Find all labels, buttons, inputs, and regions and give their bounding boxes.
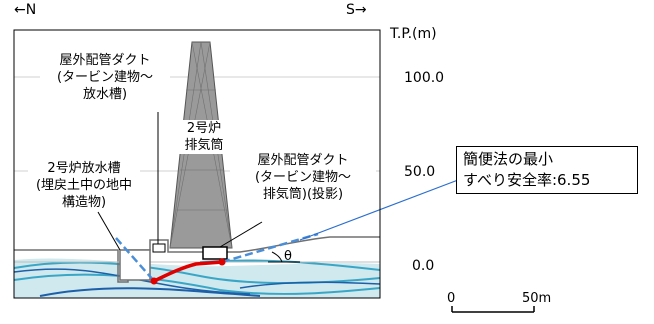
elevation-tick-100: 100.0 bbox=[404, 70, 445, 86]
discharge-tank-structure bbox=[119, 249, 151, 281]
duct-turbine-stack-box bbox=[202, 246, 228, 260]
strata-band-3 bbox=[39, 287, 261, 297]
label-discharge-tank: 2号炉放水槽 (埋戻土中の地中 構造物) bbox=[28, 160, 140, 211]
slip-surface bbox=[153, 260, 223, 283]
ground-strata bbox=[13, 258, 381, 298]
scale-bar bbox=[451, 306, 535, 313]
label-exhaust-stack: 2号炉 排気筒 bbox=[174, 120, 234, 154]
leader-result-box bbox=[299, 179, 459, 241]
theta-label: θ bbox=[284, 249, 292, 264]
strata-band-6 bbox=[239, 281, 381, 289]
label-duct-turbine-stack: 屋外配管ダクト (タービン建物～ 排気筒)(投影) bbox=[230, 152, 376, 203]
leader-discharge-tank bbox=[97, 211, 121, 251]
slip-point-left bbox=[150, 277, 158, 285]
direction-north: ←N bbox=[14, 2, 37, 18]
elevation-unit-label: T.P.(m) bbox=[390, 26, 437, 42]
elevation-tick-50: 50.0 bbox=[404, 164, 436, 180]
safety-factor-box: 簡便法の最小 すべり安全率:6.55 bbox=[456, 146, 638, 194]
label-duct-turbine-tank: 屋外配管ダクト (タービン建物～ 放水槽) bbox=[40, 52, 170, 103]
direction-south: S→ bbox=[346, 2, 367, 18]
dashed-slip-line-right bbox=[221, 232, 319, 264]
duct-turbine-tank-box bbox=[152, 243, 166, 253]
slip-point-right bbox=[218, 258, 226, 266]
scale-start-label: 0 bbox=[447, 291, 456, 306]
diagram-frame bbox=[13, 29, 381, 299]
leader-duct-turbine-stack bbox=[219, 221, 263, 248]
strata-band-2 bbox=[13, 273, 381, 295]
scale-end-label: 50m bbox=[522, 291, 552, 306]
dashed-slip-line-left bbox=[115, 237, 155, 282]
theta-arc bbox=[268, 251, 300, 263]
elevation-tick-0: 0.0 bbox=[412, 258, 435, 274]
